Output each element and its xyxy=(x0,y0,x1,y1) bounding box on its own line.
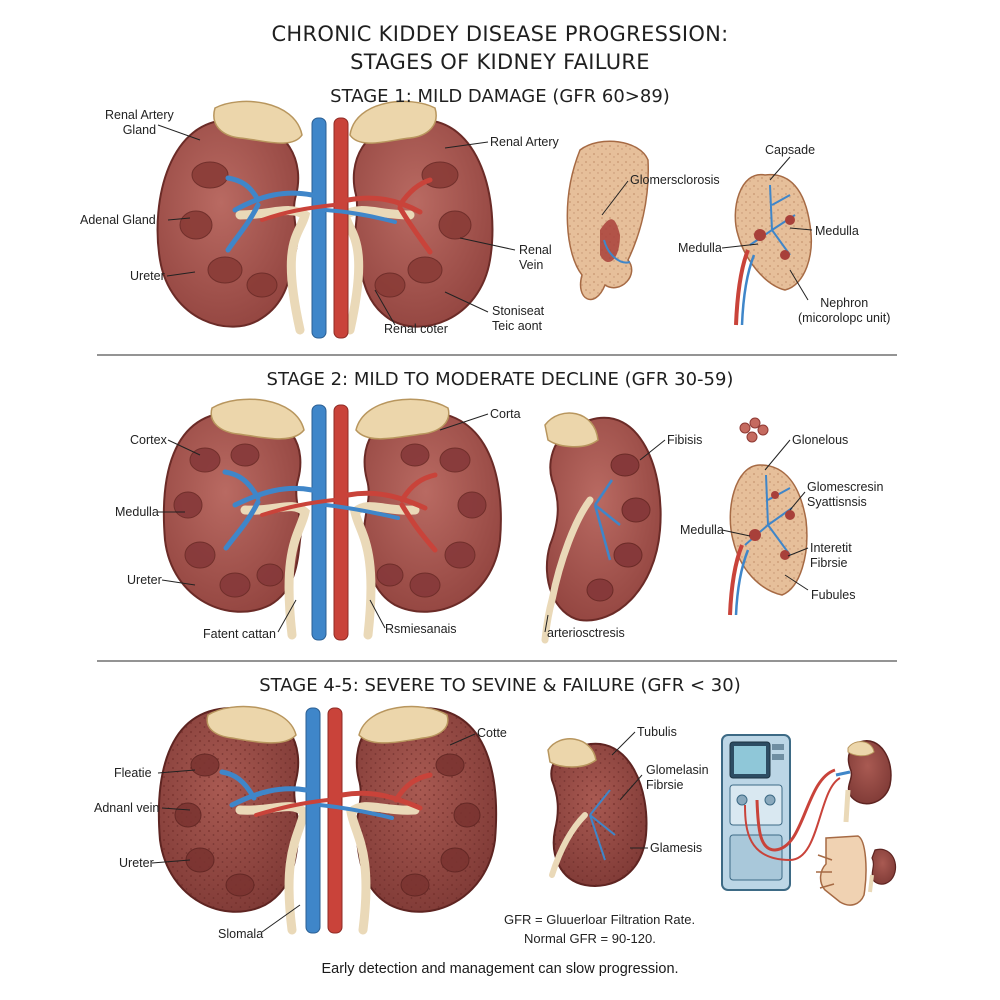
label-glamesis: Glamesis xyxy=(650,841,703,855)
dialysis-machine xyxy=(721,734,851,891)
stage1-glomerulus-section xyxy=(566,140,650,301)
stage3-half-kidney xyxy=(547,738,648,887)
label-rsmiesanais: Rsmiesanais xyxy=(385,622,457,636)
title-line-1: CHRONIC KIDDEY DISEASE PROGRESSION: xyxy=(271,22,729,46)
label-ureter-stage2: Ureter xyxy=(127,573,162,587)
stage1-heading: STAGE 1: MILD DAMAGE (GFR 60>89) xyxy=(330,86,670,107)
label-renal-artery: Renal Artery xyxy=(490,135,559,149)
label-medulla-stage2-right: Medulla xyxy=(680,523,724,537)
label-stoniseat: Stoniseat Teic aont xyxy=(492,304,545,333)
stage1-kidney-pair xyxy=(156,100,494,339)
label-glomersclorosis: Glomersclorosis xyxy=(630,173,720,187)
label-medulla-stage2: Medulla xyxy=(115,505,159,519)
label-medulla-stage1-right: Medulla xyxy=(815,224,859,238)
stage1-nephron-section xyxy=(734,173,812,326)
label-renal-coter: Renal coter xyxy=(384,322,448,336)
label-cotte: Cotte xyxy=(477,726,507,740)
title-line-2: STAGES OF KIDNEY FAILURE xyxy=(350,50,650,74)
small-kidney-and-hand xyxy=(816,740,897,906)
stage2-left-adrenal-gland xyxy=(210,398,305,440)
label-slomala: Slomala xyxy=(218,927,264,941)
label-medulla-stage1-left: Medulla xyxy=(678,241,722,255)
normal-gfr: Normal GFR = 90-120. xyxy=(524,931,656,946)
stage2-kidney-pair xyxy=(162,398,502,641)
stage2-half-kidney xyxy=(541,412,662,644)
label-tubulis: Tubulis xyxy=(637,725,677,739)
stage3-left-adrenal-gland xyxy=(206,705,297,744)
label-ureter-stage3: Ureter xyxy=(119,856,154,870)
label-adenal-gland: Adenal Gland xyxy=(80,213,156,227)
gfr-definition: GFR = Gluuerloar Filtration Rate. xyxy=(504,912,696,927)
label-glomelasin: Glomelasin Fibrsie xyxy=(646,763,709,792)
label-renal-artery-gland: Renal Artery Gland xyxy=(105,108,174,137)
label-glomescresin: Glomescresin Syattisnsis xyxy=(807,480,884,509)
label-cortex: Cortex xyxy=(130,433,167,447)
stage1-left-adrenal-gland xyxy=(213,100,303,144)
label-arteriosctresis: arteriosctresis xyxy=(547,626,625,640)
label-interetit: Interetit Fibrsie xyxy=(810,541,852,570)
leader-lines xyxy=(151,124,813,933)
label-corta: Corta xyxy=(490,407,521,421)
label-renal-vein: Renal Vein xyxy=(519,243,552,272)
label-ureter-stage1: Ureter xyxy=(130,269,165,283)
stage3-heading: STAGE 4-5: SEVERE TO SEVINE & FAILURE (G… xyxy=(259,675,741,696)
stage2-heading: STAGE 2: MILD TO MODERATE DECLINE (GFR 3… xyxy=(266,369,734,390)
stage1-left-kidney xyxy=(156,118,300,328)
stage3-right-adrenal-gland xyxy=(358,705,449,744)
label-nephron: Nephron (micorolopc unit) xyxy=(798,296,891,325)
label-capsade: Capsade xyxy=(765,143,816,157)
stage1-right-kidney xyxy=(352,118,494,328)
stage2-right-adrenal-gland xyxy=(355,398,450,440)
stage1-right-adrenal-gland xyxy=(349,100,437,144)
footer-note: Early detection and management can slow … xyxy=(321,961,679,977)
label-fubules: Fubules xyxy=(811,588,856,602)
stage2-nephron-section xyxy=(728,417,808,616)
stage3-kidney-pair xyxy=(157,705,498,935)
label-glonelous: Glonelous xyxy=(792,433,849,447)
label-adnanl-vein: Adnanl vein xyxy=(94,801,160,815)
label-fibisis: Fibisis xyxy=(667,433,703,447)
label-fatent-cattan: Fatent cattan xyxy=(203,627,276,641)
label-fleatie: Fleatie xyxy=(114,766,152,780)
